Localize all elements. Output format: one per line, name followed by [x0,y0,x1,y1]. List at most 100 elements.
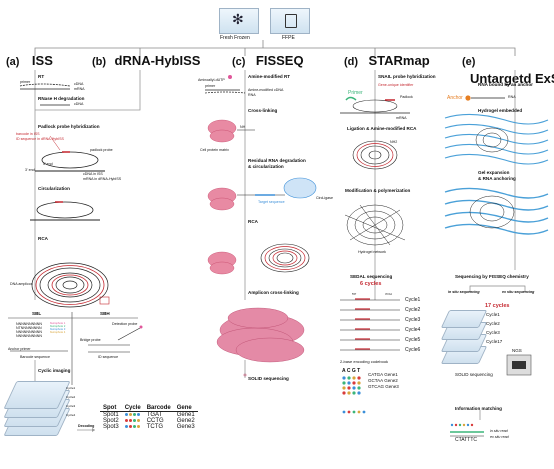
fisseq-solid-label: SOLID sequencing [248,376,289,381]
exseq-anchor-label: Anchor [447,95,463,101]
gene: Gene2 [384,378,398,383]
fisseq-target-seq-label: Target sequence [258,200,285,204]
snowflake-icon: ✻ [232,11,244,27]
iss-id-sequence-label: ID sequence [98,355,119,359]
spot-cell: Spot3 [103,424,119,430]
code-row: GTCAG Gene3 [368,384,399,390]
exseq-hydrogel-label: Hydrogel embedded [478,108,523,113]
column-letter: (e) [462,56,476,68]
cycle-label: Cycle3 [66,404,76,408]
exseq-solid-label: SOLID sequencing [455,372,493,377]
fisseq-crosslinking-label: Cross-linking [248,108,278,113]
iss-sbl-label: SBL [32,311,42,316]
barcode-cell: TGAT [146,412,163,418]
seq-row: NNNNNNNNNN [16,330,42,334]
ffpe-label: FFPE [282,35,295,41]
spot-cell: Spot2 [103,418,119,424]
fisseq-nh-label: NH [240,125,246,129]
iss-amplicon-label: DNA amplicon [10,282,33,286]
column-letter: (b) [92,56,107,68]
cycle-label: Cycle1 [66,386,76,390]
starmap-hydrogel-label: Hydrogel network [358,250,386,254]
cycle-dot [124,413,128,416]
cycle-dot [136,413,140,416]
cycle-label: Cycle1 [405,297,421,303]
starmap-mrna-label: mRNA [396,116,407,120]
ffpe-tile [270,8,310,34]
code: CATGA [368,372,383,377]
iss-bridge-probe-label: Bridge probe [80,338,101,342]
exseq-seventeen-label: 17 cycles [485,303,510,309]
gene-cell: Gene3 [176,424,195,430]
iss-rca-label: RCA [38,236,48,241]
starmap-acgt-label: A C G T [342,368,361,374]
fisseq-cell-matrix-label: Cell protein matrix [200,148,229,152]
starmap-six-cycles-label: 6 cycles [360,281,382,287]
exseq-rna-label: RNA [508,95,516,99]
code-row: CATGA Gene1 [368,372,399,378]
table-row: Spot1 TGAT Gene1 [100,412,198,419]
iss-seq-tags: fluorophore 1 fluorophore 2 fluorophore … [50,322,65,334]
column-letter: (d) [344,56,359,68]
fisseq-rca-label: RCA [248,219,258,224]
code: GCTAA [368,378,383,383]
starmap-padlock-label: Padlock [400,95,413,99]
cycle-label: Cycle3 [486,330,500,335]
fisseq-primer-label: primer [205,84,216,88]
iss-rt-label: RT [38,74,45,79]
column-title: FISSEQ [255,53,304,68]
fluorophore-tag: fluorophore 1 [50,322,66,325]
starmap-cycle-labels: Cycle1 Cycle2 Cycle3 Cycle4 Cycle5 Cycle… [405,297,420,357]
exseq-ex-read-label: ex situ read [490,435,509,439]
column-letter: (a) [6,56,20,68]
fisseq-amine-cdna-label: Amine-modified cDNA [248,88,284,92]
exseq-ex-situ-label: ex situ sequencing [502,290,535,294]
spot-cell: Spot1 [103,412,119,418]
table-header: Spot [100,405,122,412]
seq-row: NNNNNNNNNN [16,322,42,326]
column-a-heading: (a) ISS [6,52,53,70]
cycle-label: Cycle6 [405,347,421,353]
exseq-ngs-label: NGS [512,348,522,353]
exseq-in-read-label: in situ read [490,429,508,433]
column-e-heading: (e) Untargetd ExSeq [462,52,554,88]
cycle-dots-cell [122,424,144,430]
cycle-label: Cycle2 [486,321,500,326]
column-c-heading: (c) FISSEQ [232,52,304,70]
column-title: Untargetd ExSeq [470,71,554,86]
cycle-dot [136,419,140,422]
iss-cyclic-imaging-label: Cyclic imaging [38,368,71,373]
starmap-snail-label: SNAIL probe hybridization [378,74,436,79]
column-title: dRNA-HybISS [114,53,201,68]
cycle-dot [128,419,132,422]
iss-seq-rows: NNNNNNNNNN NTNNNNNNNN NNNNNNNNNN NNNNNNN… [16,322,42,338]
cycle-dot [136,425,140,428]
exseq-gel-exp-label: Gel expansion [478,170,510,175]
cycle-label: Cycle3 [405,317,421,323]
gene: Gene1 [384,372,398,377]
iss-mrna-label: mRNA [74,87,85,91]
code-row: GCTAA Gene2 [368,378,399,384]
starmap-primer-label: Primer [348,90,363,96]
gene-cell: Gene1 [176,412,195,418]
cycle-dot [132,419,136,422]
starmap-codes: CATGA Gene1 GCTAA Gene2 GTCAG Gene3 [368,372,399,390]
code: GTCAG [368,384,385,389]
fresh-frozen-tile: ✻ [219,8,259,34]
fluorophore-tag: fluorophore 4 [50,331,66,334]
iss-rnaseh-label: RNase H degradation [38,96,85,101]
cycle-dots-cell [122,418,144,424]
exseq-rna-anch-label: & RNA anchoring [478,176,516,181]
starmap-gene-id-label: Gene-unique identifier [378,83,414,87]
iss-cdna-label: cDNA [74,82,84,86]
iss-barcode-note-1: barcode in ISS [16,132,40,136]
cycle-label: Cycle2 [405,307,421,313]
iss-padlock-probe-label: padlock probe [90,148,113,152]
barcode-cell: CCTG [146,418,164,424]
cycle-dots-cell [122,412,144,419]
gene-cell: Gene2 [176,418,195,424]
